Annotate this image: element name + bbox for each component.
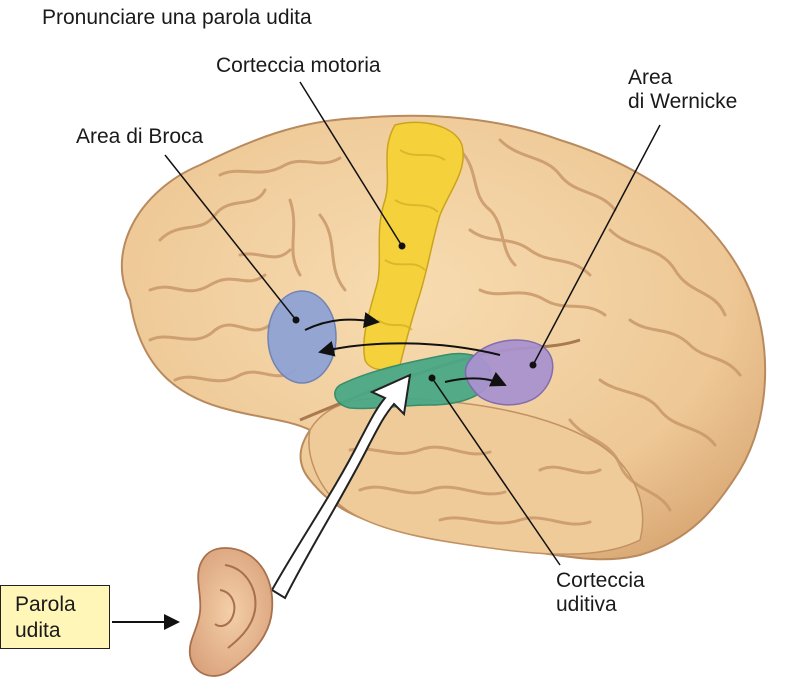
brain-sulci <box>148 138 742 526</box>
heard-word-line2: udita <box>15 619 61 642</box>
wernicke-label-line2: di Wernicke <box>628 90 738 113</box>
heard-word-box: Parola udita <box>0 585 110 649</box>
wernicke-to-broca-arrow <box>318 340 501 357</box>
auditory-cortex-dot <box>428 374 436 382</box>
motor-cortex-leader <box>299 81 403 247</box>
ear-to-cortex-arrow <box>270 373 412 600</box>
broca-area-label: Area di Broca <box>76 125 204 148</box>
motor-cortex-dot <box>398 242 406 250</box>
heard-word-line1: Parola <box>15 593 76 616</box>
wernicke-area-region <box>464 339 554 406</box>
diagram-title: Pronunciare una parola udita <box>42 6 312 29</box>
auditory-cortex-leader <box>431 377 561 566</box>
broca-to-motor-arrow <box>304 312 380 331</box>
wernicke-leader <box>532 124 661 366</box>
auditory-label-line2: uditiva <box>556 593 617 616</box>
broca-area-region <box>267 290 337 384</box>
wernicke-label-line1: Area <box>628 66 673 89</box>
auditory-cortex-label: Corteccia uditiva <box>556 569 645 617</box>
ear-illustration <box>188 547 274 677</box>
auditory-label-line1: Corteccia <box>556 569 645 592</box>
broca-dot <box>292 316 300 324</box>
auditory-to-wernicke-arrow <box>444 371 507 387</box>
wernicke-dot <box>529 361 537 369</box>
motor-cortex-label: Corteccia motoria <box>216 54 381 77</box>
wernicke-area-label: Area di Wernicke <box>628 66 737 114</box>
broca-leader <box>164 154 297 321</box>
